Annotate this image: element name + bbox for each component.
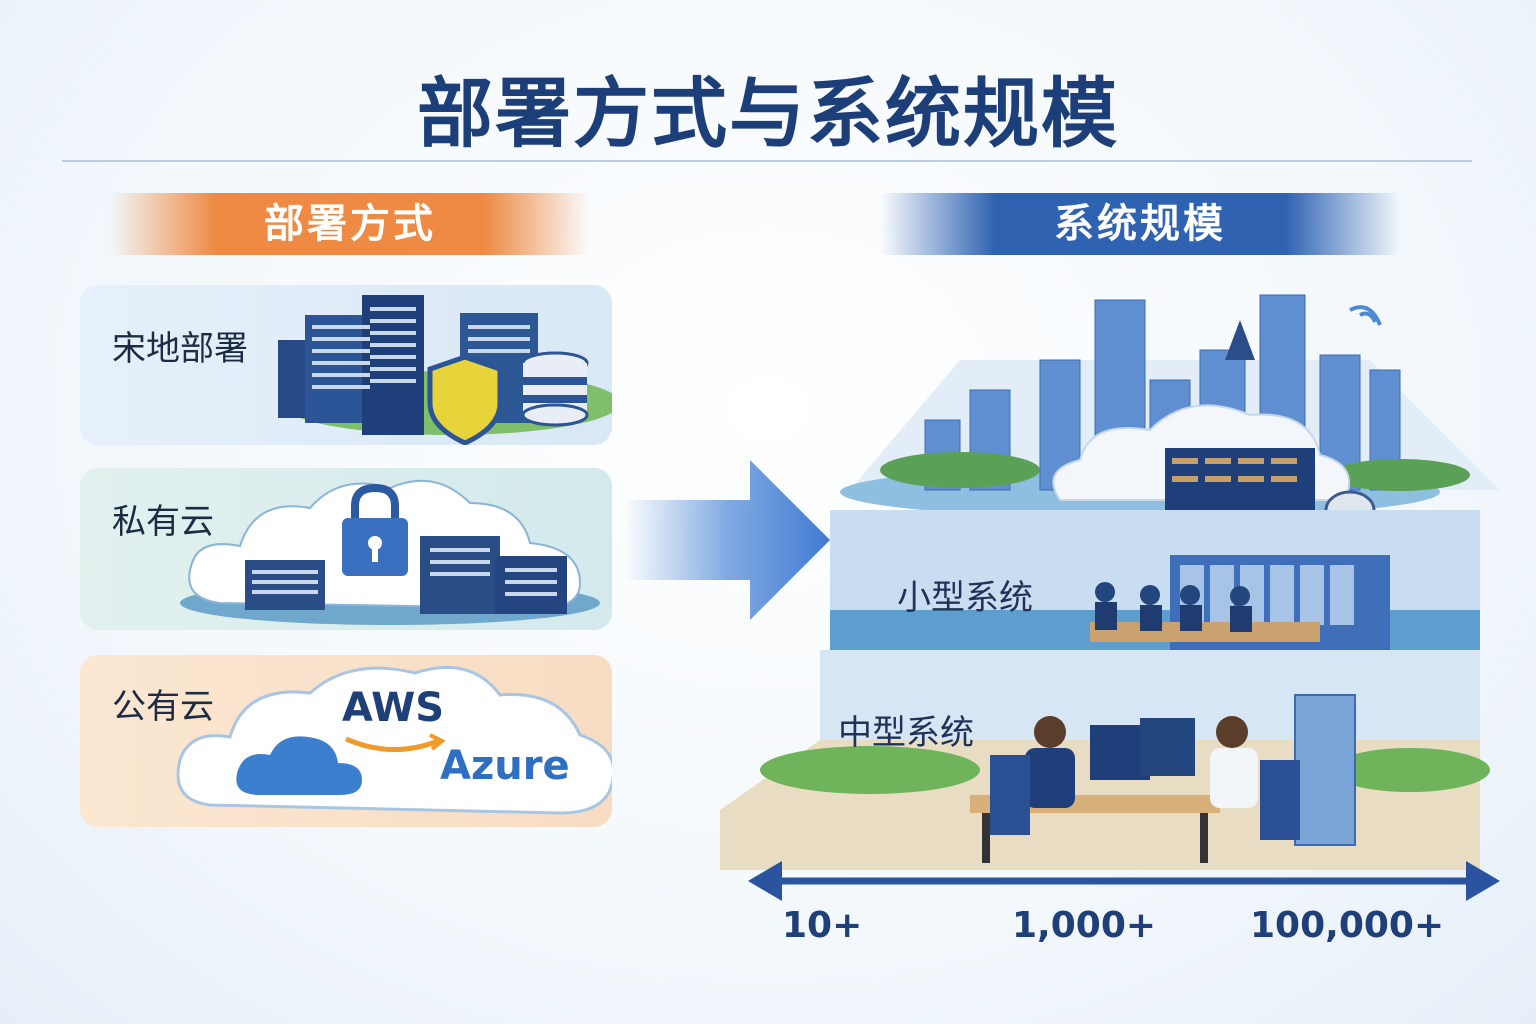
scale-illustration [720,294,1500,901]
deployment-card-onprem: 宋地部署 [80,285,612,445]
deployment-banner: 部署方式 [110,193,590,255]
aws-logo-text: AWS [342,685,445,731]
cloud-lock-icon [180,479,600,625]
axis-tick-100000: 100,000+ [1250,905,1445,946]
scale-label-medium: 中型系统 [838,713,974,753]
scale-banner: 系统规模 [880,193,1400,255]
azure-logo-text: Azure [440,743,570,789]
deployment-label-onprem: 宋地部署 [112,329,248,369]
deployment-label-private: 私有云 [112,502,214,542]
deployment-card-private: 私有云 [80,468,612,630]
title-divider [62,160,1472,162]
deployment-card-public: 公有云 AWS Azure [80,655,612,827]
axis-tick-10: 10+ [782,905,863,946]
arrow-right-icon [625,460,830,620]
server-shield-icon [278,295,612,445]
public-cloud-icon [176,665,612,815]
deployment-label-public: 公有云 [112,687,214,727]
page-title: 部署方式与系统规模 [417,69,1119,158]
scale-label-small: 小型系统 [897,578,1033,618]
aws-smile-icon [345,733,446,752]
axis-tick-1000: 1,000+ [1012,905,1157,946]
